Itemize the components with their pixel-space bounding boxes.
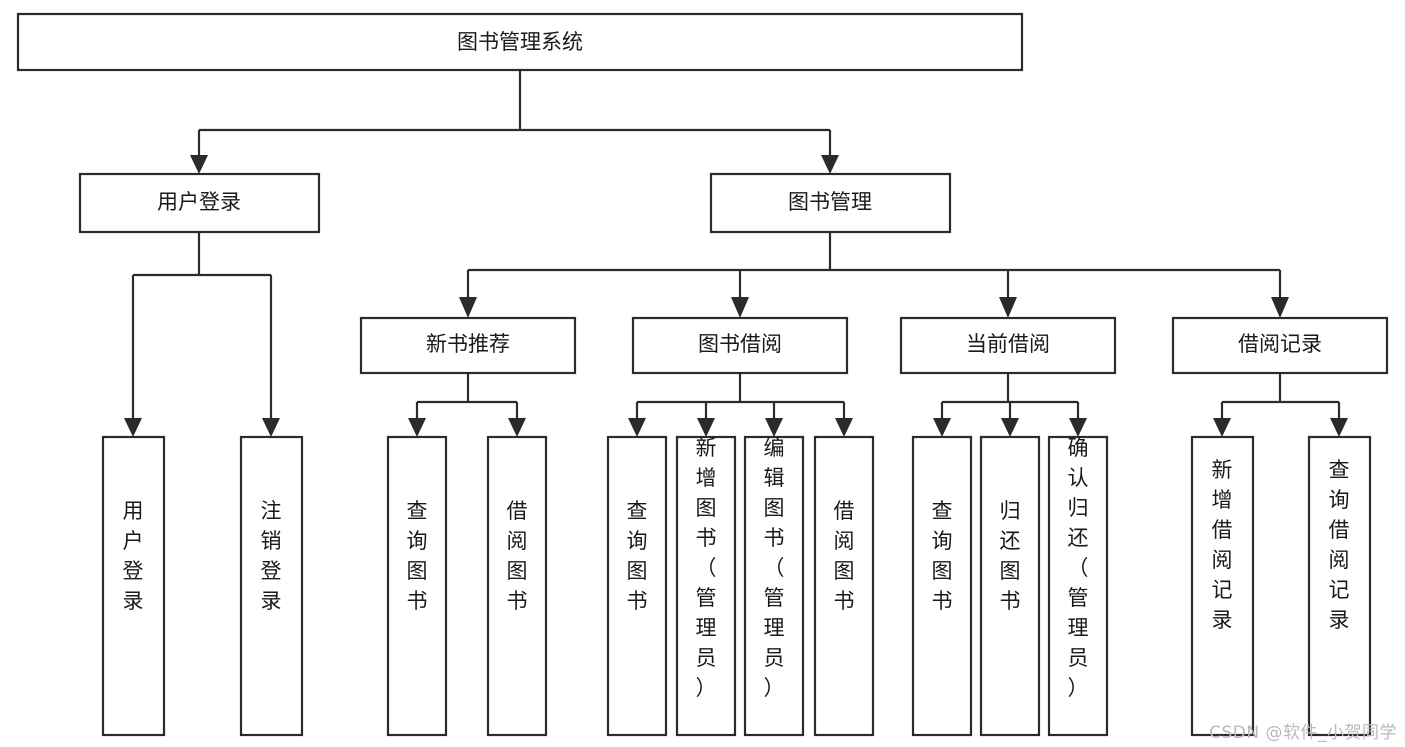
arrow-head-current-borrow — [999, 297, 1017, 318]
arrow-head-book-borrow — [731, 297, 749, 318]
node-leaf-br-add-record-label: 新增借阅记录 — [1212, 458, 1233, 632]
node-leaf-br-query-record-label: 查询借阅记录 — [1329, 458, 1350, 632]
arrow-head-bb-leaf-4 — [835, 418, 853, 437]
node-leaf-user-login-box[interactable] — [101, 435, 166, 737]
node-new-book-recommend-label: 新书推荐 — [426, 332, 510, 356]
node-book-borrow-label: 图书借阅 — [698, 332, 782, 356]
node-current-borrow-label: 当前借阅 — [966, 332, 1050, 356]
node-book-management[interactable]: 图书管理 — [709, 172, 952, 234]
arrow-head-br-leaf-1 — [1213, 418, 1231, 437]
node-leaf-bb-edit-book-box[interactable] — [743, 435, 805, 737]
node-leaf-nb-borrow-book[interactable]: 借阅图书 — [486, 435, 548, 737]
node-root-book-management-system[interactable]: 图书管理系统 — [16, 12, 1024, 72]
arrow-head-user-login — [190, 155, 208, 174]
node-borrow-record-box[interactable] — [1171, 316, 1389, 375]
node-leaf-bb-add-book-label: 新增图书（管理员） — [696, 436, 717, 700]
arrow-head-new-book — [459, 297, 477, 318]
node-leaf-logout[interactable]: 注销登录 — [239, 435, 304, 737]
node-root-box[interactable] — [16, 12, 1024, 72]
arrow-head-cb-leaf-1 — [933, 418, 951, 437]
node-leaf-bb-query-book-box[interactable] — [606, 435, 668, 737]
arrow-head-cb-leaf-2 — [1001, 418, 1019, 437]
node-leaf-br-add-record-box[interactable] — [1190, 435, 1255, 737]
node-leaf-user-login-label: 用户登录 — [123, 499, 144, 613]
node-leaf-nb-query-book-label: 查询图书 — [407, 499, 428, 613]
node-leaf-nb-query-book[interactable]: 查询图书 — [386, 435, 448, 737]
node-current-borrow-box[interactable] — [899, 316, 1117, 375]
node-leaf-logout-label: 注销登录 — [261, 499, 282, 613]
node-book-management-label: 图书管理 — [788, 190, 872, 214]
node-user-login-label: 用户登录 — [157, 190, 241, 214]
csdn-watermark: CSDN @软件_小贺同学 — [1209, 723, 1397, 743]
node-leaf-bb-borrow-book-box[interactable] — [813, 435, 875, 737]
node-leaf-br-query-record[interactable]: 查询借阅记录 — [1307, 435, 1372, 737]
node-root-label: 图书管理系统 — [457, 30, 583, 54]
node-borrow-record-label: 借阅记录 — [1238, 332, 1322, 356]
node-leaf-bb-borrow-book[interactable]: 借阅图书 — [813, 435, 875, 737]
node-leaf-bb-add-book[interactable]: 新增图书（管理员） — [675, 435, 737, 737]
node-borrow-record[interactable]: 借阅记录 — [1171, 316, 1389, 375]
arrow-head-leaf-user-login — [124, 418, 142, 437]
node-leaf-logout-box[interactable] — [239, 435, 304, 737]
node-leaf-br-query-record-box[interactable] — [1307, 435, 1372, 737]
node-leaf-cb-return-book-box[interactable] — [979, 435, 1041, 737]
node-leaf-cb-return-book-label: 归还图书 — [1000, 499, 1021, 613]
node-leaf-cb-confirm-return-label: 确认归还（管理员） — [1068, 436, 1089, 700]
arrow-head-borrow-record — [1271, 297, 1289, 318]
arrow-head-leaf-logout — [262, 418, 280, 437]
node-current-borrow[interactable]: 当前借阅 — [899, 316, 1117, 375]
arrow-head-nb-leaf-2 — [508, 418, 526, 437]
arrow-head-bb-leaf-2 — [697, 418, 715, 437]
node-leaf-bb-borrow-book-label: 借阅图书 — [834, 499, 855, 613]
node-leaf-nb-query-book-box[interactable] — [386, 435, 448, 737]
arrow-head-cb-leaf-3 — [1069, 418, 1087, 437]
arrow-head-br-leaf-2 — [1330, 418, 1348, 437]
node-new-book-recommend-box[interactable] — [359, 316, 577, 375]
node-leaf-cb-confirm-return[interactable]: 确认归还（管理员） — [1047, 435, 1109, 737]
node-leaf-cb-query-book-box[interactable] — [911, 435, 973, 737]
node-book-borrow[interactable]: 图书借阅 — [631, 316, 849, 375]
node-book-borrow-box[interactable] — [631, 316, 849, 375]
node-leaf-cb-query-book[interactable]: 查询图书 — [911, 435, 973, 737]
arrow-head-nb-leaf-1 — [408, 418, 426, 437]
node-leaf-cb-confirm-return-box[interactable] — [1047, 435, 1109, 737]
node-leaf-bb-edit-book-label: 编辑图书（管理员） — [764, 436, 785, 700]
node-new-book-recommend[interactable]: 新书推荐 — [359, 316, 577, 375]
node-leaf-cb-return-book[interactable]: 归还图书 — [979, 435, 1041, 737]
arrow-head-book-mgmt — [821, 155, 839, 174]
node-leaf-nb-borrow-book-label: 借阅图书 — [507, 499, 528, 613]
node-leaf-bb-query-book[interactable]: 查询图书 — [606, 435, 668, 737]
node-leaf-bb-edit-book[interactable]: 编辑图书（管理员） — [743, 435, 805, 737]
node-leaf-bb-query-book-label: 查询图书 — [627, 499, 648, 613]
node-leaf-cb-query-book-label: 查询图书 — [932, 499, 953, 613]
arrow-head-bb-leaf-1 — [628, 418, 646, 437]
connector-layer — [124, 70, 1348, 437]
node-book-management-box[interactable] — [709, 172, 952, 234]
node-leaf-user-login[interactable]: 用户登录 — [101, 435, 166, 737]
arrow-head-bb-leaf-3 — [765, 418, 783, 437]
node-user-login[interactable]: 用户登录 — [78, 172, 321, 234]
node-user-login-box[interactable] — [78, 172, 321, 234]
node-leaf-bb-add-book-box[interactable] — [675, 435, 737, 737]
node-leaf-nb-borrow-book-box[interactable] — [486, 435, 548, 737]
node-leaf-br-add-record[interactable]: 新增借阅记录 — [1190, 435, 1255, 737]
